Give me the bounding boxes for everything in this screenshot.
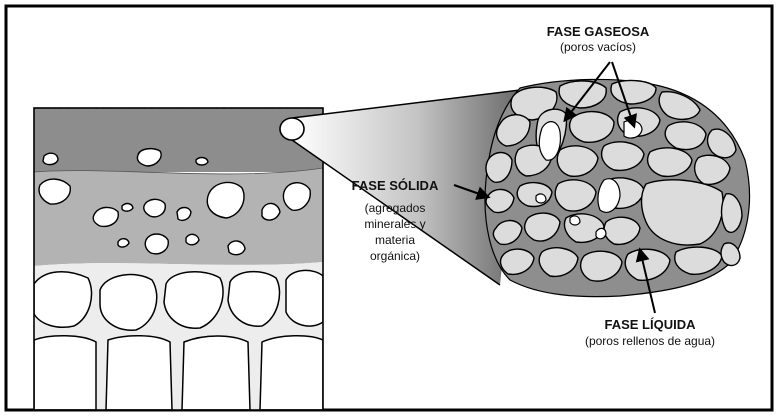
- solid-phase-subtitle-line-4: orgánica): [370, 249, 420, 263]
- topsoil-layer: [34, 108, 323, 172]
- gas-phase-title: FASE GASEOSA: [547, 24, 650, 39]
- solid-phase-subtitle-line-3: materia: [375, 233, 415, 247]
- solid-phase-subtitle-line-2: minerales y: [364, 217, 425, 231]
- solid-phase-title: FASE SÓLIDA: [352, 178, 439, 193]
- soil-profile: [28, 56, 323, 410]
- zoom-origin-circle: [280, 118, 304, 140]
- solid-phase-subtitle-line-1: (agregados: [365, 201, 426, 215]
- gas-phase-subtitle: (poros vacíos): [560, 40, 636, 54]
- liquid-phase-subtitle: (poros rellenos de agua): [585, 334, 715, 348]
- liquid-phase-title: FASE LÍQUIDA: [604, 317, 696, 332]
- soil-aggregate-magnified: [485, 79, 750, 296]
